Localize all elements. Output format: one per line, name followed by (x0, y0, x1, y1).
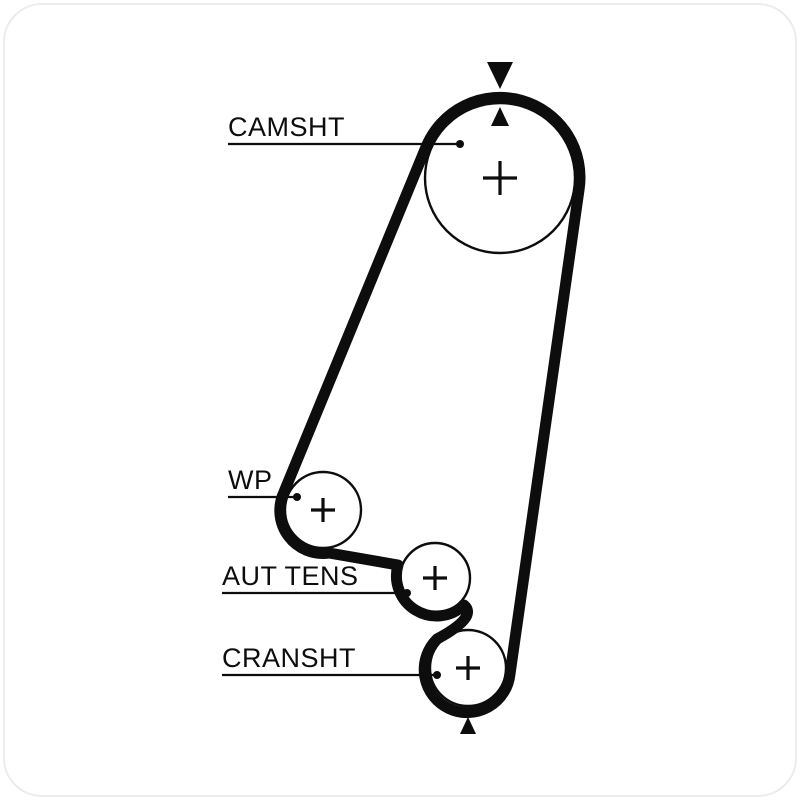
water-pump-leader-dot (293, 493, 301, 501)
camshaft-label: CAMSHT (228, 112, 345, 142)
camshaft-outer-arrow-down-icon (487, 62, 513, 89)
tensioner-leader-dot (403, 589, 411, 597)
water-pump-center-plus-icon (311, 498, 335, 522)
crankshaft-leader-dot (433, 671, 441, 679)
crankshaft-label: CRANSHT (222, 643, 356, 673)
crankshaft-center-plus-icon (456, 656, 480, 680)
camshaft-inner-arrow-up-icon (491, 107, 509, 126)
image-frame (3, 3, 797, 797)
timing-belt (274, 91, 586, 719)
camshaft-center-plus-icon (483, 161, 517, 195)
crankshaft-arrow-up-icon (460, 717, 476, 734)
water-pump-label: WP (228, 465, 273, 495)
tensioner-label-group: AUT TENS (222, 561, 411, 597)
camshaft-leader-dot (456, 140, 464, 148)
tensioner-center-plus-icon (423, 566, 447, 590)
crankshaft-label-group: CRANSHT (222, 643, 441, 679)
camshaft-label-group: CAMSHT (228, 112, 464, 148)
tensioner-label: AUT TENS (222, 561, 359, 591)
water-pump-label-group: WP (228, 465, 301, 501)
